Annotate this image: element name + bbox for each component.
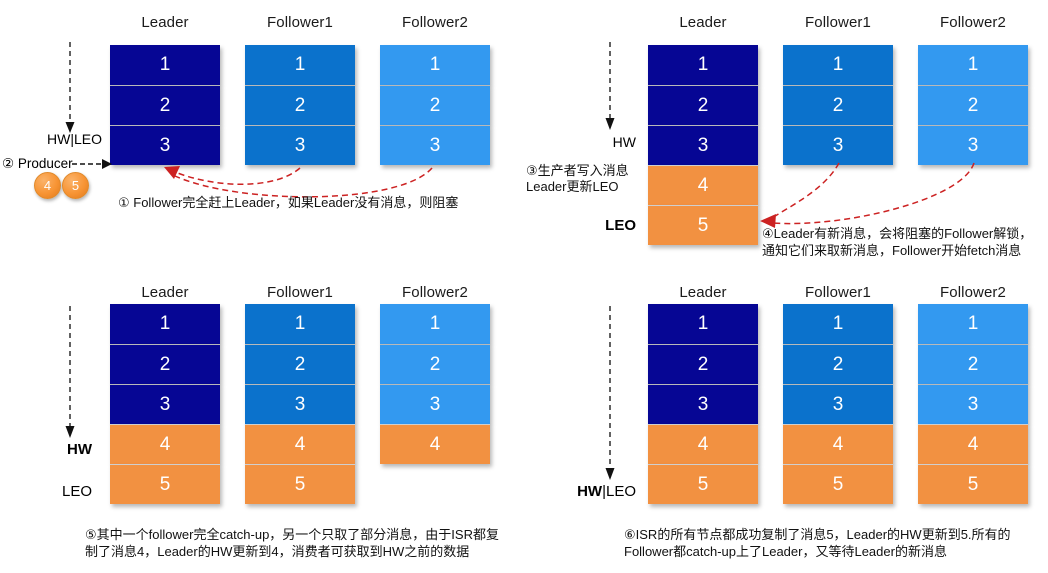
message-block: 2 bbox=[245, 85, 355, 125]
column-header-follower1: Follower1 bbox=[267, 14, 333, 31]
stack-follower1: 1 2 3 bbox=[783, 45, 893, 165]
message-block-uncommitted: 4 bbox=[648, 165, 758, 205]
column-header-follower2: Follower2 bbox=[940, 284, 1006, 301]
message-block: 3 bbox=[648, 384, 758, 424]
message-block: 1 bbox=[918, 304, 1028, 344]
hw-marker: HW bbox=[612, 134, 636, 150]
panel-step-6: Leader Follower1 Follower2 1 2 3 4 5 1 2… bbox=[524, 284, 1048, 573]
column-header-follower2: Follower2 bbox=[402, 284, 468, 301]
message-block: 1 bbox=[245, 304, 355, 344]
pending-message-4: 4 bbox=[34, 172, 61, 199]
stack-follower2: 1 2 3 bbox=[380, 45, 490, 165]
stack-leader: 1 2 3 4 5 bbox=[648, 45, 758, 245]
message-block: 1 bbox=[380, 304, 490, 344]
stack-follower1: 1 2 3 bbox=[245, 45, 355, 165]
leo-marker-suffix: |LEO bbox=[602, 483, 636, 500]
column-header-follower1: Follower1 bbox=[267, 284, 333, 301]
hw-marker-bold: HW bbox=[577, 483, 603, 500]
message-block: 2 bbox=[783, 85, 893, 125]
message-block: 2 bbox=[648, 85, 758, 125]
stack-follower2: 1 2 3 bbox=[918, 45, 1028, 165]
hw-marker: HW bbox=[67, 441, 92, 458]
stack-follower1: 1 2 3 4 5 bbox=[245, 304, 355, 504]
message-block: 1 bbox=[918, 45, 1028, 85]
message-block: 3 bbox=[110, 384, 220, 424]
column-header-leader: Leader bbox=[141, 284, 189, 301]
message-block-committed: 5 bbox=[648, 464, 758, 504]
leo-marker: LEO bbox=[61, 483, 92, 500]
message-block: 1 bbox=[380, 45, 490, 85]
message-block: 1 bbox=[648, 304, 758, 344]
caption-step-5: ⑤其中一个follower完全catch-up，另一个只取了部分消息，由于ISR… bbox=[85, 527, 499, 559]
message-block-committed: 4 bbox=[783, 424, 893, 464]
message-block: 3 bbox=[380, 384, 490, 424]
hw-leo-marker: HW|LEO bbox=[524, 483, 636, 500]
caption-step-6: ⑥ISR的所有节点都成功复制了消息5，Leader的HW更新到5.所有的 Fol… bbox=[624, 527, 1011, 559]
message-block: 2 bbox=[648, 344, 758, 384]
message-block: 2 bbox=[918, 85, 1028, 125]
panel-step-1: Leader Follower1 Follower2 1 2 3 1 2 3 1… bbox=[0, 0, 524, 286]
message-block-committed: 4 bbox=[245, 424, 355, 464]
column-header-follower2: Follower2 bbox=[402, 14, 468, 31]
message-block: 2 bbox=[918, 344, 1028, 384]
message-block: 3 bbox=[918, 125, 1028, 165]
message-block: 2 bbox=[783, 344, 893, 384]
column-header-follower2: Follower2 bbox=[940, 14, 1006, 31]
message-block: 2 bbox=[380, 344, 490, 384]
stack-leader: 1 2 3 4 5 bbox=[648, 304, 758, 504]
message-block-committed: 4 bbox=[918, 424, 1028, 464]
message-block: 2 bbox=[380, 85, 490, 125]
panel-step-3-4: Leader Follower1 Follower2 1 2 3 4 5 1 2… bbox=[524, 0, 1048, 286]
stack-follower2: 1 2 3 4 bbox=[380, 304, 490, 464]
note-step-3: ③生产者写入消息 Leader更新LEO bbox=[526, 163, 629, 194]
pending-message-5: 5 bbox=[62, 172, 89, 199]
message-block: 3 bbox=[783, 384, 893, 424]
message-block-committed: 4 bbox=[110, 424, 220, 464]
stack-leader: 1 2 3 4 5 bbox=[110, 304, 220, 504]
message-block: 3 bbox=[245, 384, 355, 424]
message-block: 2 bbox=[245, 344, 355, 384]
caption-step-1: ① Follower完全赶上Leader，如果Leader没有消息，则阻塞 bbox=[118, 195, 459, 210]
message-block: 3 bbox=[110, 125, 220, 165]
message-block: 1 bbox=[245, 45, 355, 85]
producer-label: ② Producer bbox=[2, 156, 73, 171]
column-header-leader: Leader bbox=[679, 14, 727, 31]
stack-follower1: 1 2 3 4 5 bbox=[783, 304, 893, 504]
message-block: 3 bbox=[918, 384, 1028, 424]
column-header-follower1: Follower1 bbox=[805, 284, 871, 301]
message-block: 3 bbox=[245, 125, 355, 165]
message-block-uncommitted: 5 bbox=[648, 205, 758, 245]
message-block-committed: 4 bbox=[648, 424, 758, 464]
message-block-uncommitted: 5 bbox=[245, 464, 355, 504]
column-header-follower1: Follower1 bbox=[805, 14, 871, 31]
stack-follower2: 1 2 3 4 5 bbox=[918, 304, 1028, 504]
message-block: 2 bbox=[110, 85, 220, 125]
message-block-committed: 5 bbox=[918, 464, 1028, 504]
message-block: 1 bbox=[648, 45, 758, 85]
message-block-uncommitted: 5 bbox=[110, 464, 220, 504]
message-block: 1 bbox=[110, 45, 220, 85]
message-block: 3 bbox=[783, 125, 893, 165]
caption-step-4: ④Leader有新消息，会将阻塞的Follower解锁， 通知它们来取新消息，F… bbox=[762, 226, 1033, 258]
column-header-leader: Leader bbox=[679, 284, 727, 301]
message-block: 2 bbox=[110, 344, 220, 384]
message-block-committed: 4 bbox=[380, 424, 490, 464]
message-block: 3 bbox=[380, 125, 490, 165]
message-block: 1 bbox=[783, 304, 893, 344]
hw-leo-marker: HW|LEO bbox=[47, 131, 102, 147]
leo-marker: LEO bbox=[605, 217, 636, 234]
message-block-committed: 5 bbox=[783, 464, 893, 504]
column-header-leader: Leader bbox=[141, 14, 189, 31]
message-block: 1 bbox=[783, 45, 893, 85]
panel-step-5: Leader Follower1 Follower2 1 2 3 4 5 1 2… bbox=[0, 284, 524, 573]
message-block: 1 bbox=[110, 304, 220, 344]
message-block: 3 bbox=[648, 125, 758, 165]
stack-leader: 1 2 3 bbox=[110, 45, 220, 165]
